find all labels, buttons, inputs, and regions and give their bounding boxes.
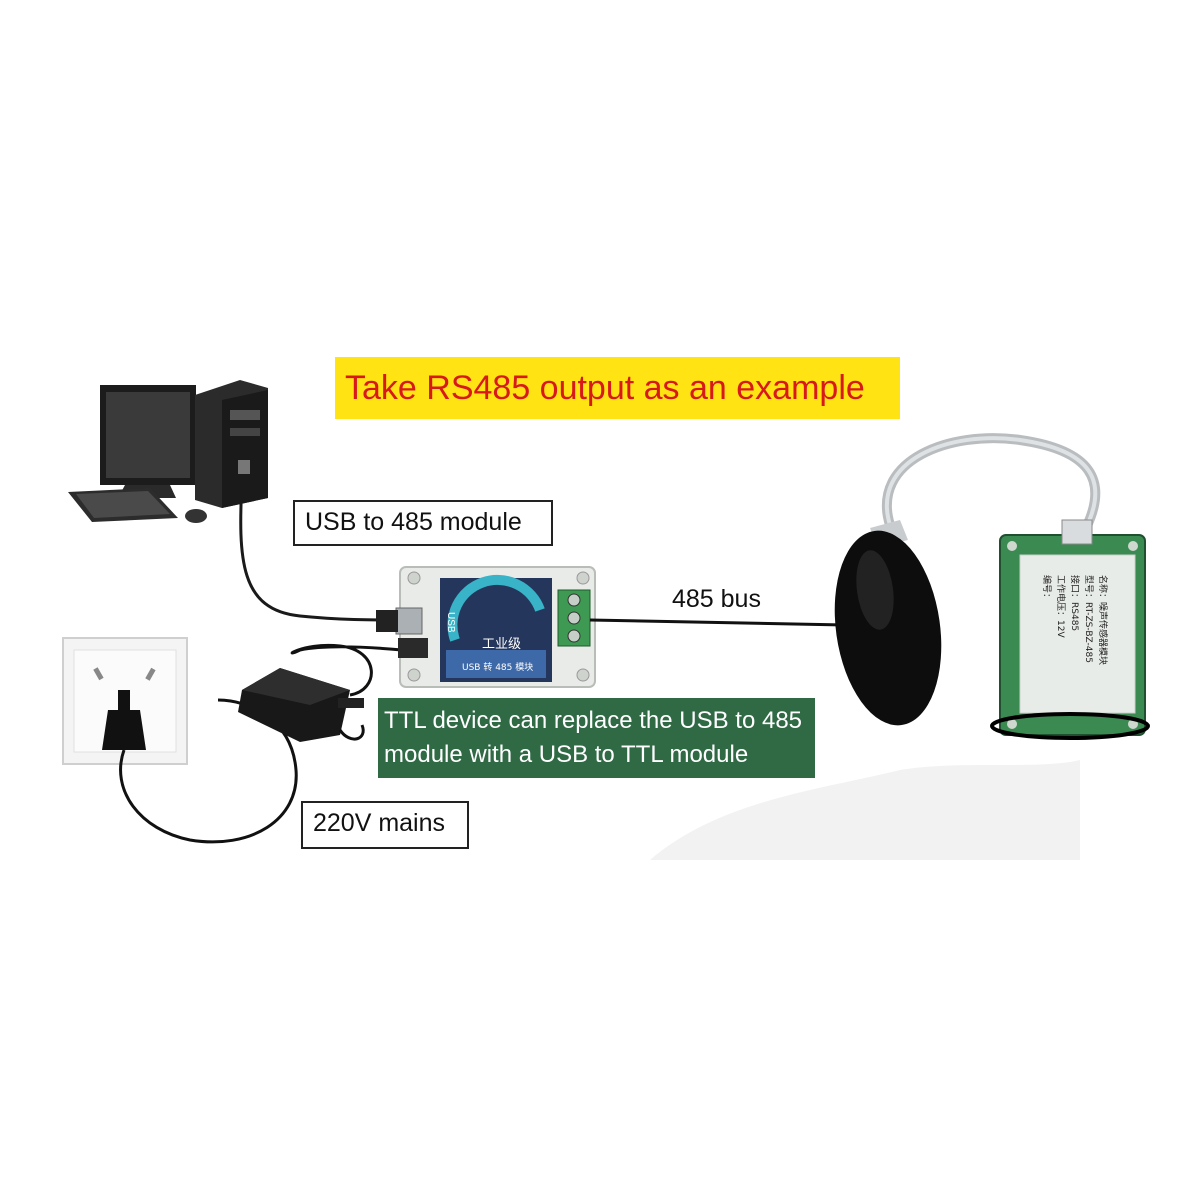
board-line-serial: 编号： [1041, 575, 1053, 602]
usb-module-label: USB to 485 module [293, 500, 553, 546]
board-line-interface: 接口：RS485 [1069, 575, 1081, 631]
floor-shadow [650, 760, 1080, 860]
dc-cable [290, 643, 403, 697]
microphone-windscreen-icon [834, 520, 942, 726]
bus-label: 485 bus [672, 585, 761, 613]
module-side-text: USB [445, 612, 456, 633]
title-banner: Take RS485 output as an example [335, 357, 900, 419]
board-print: 名称：噪声传感器模块 型号：RT-ZS-BZ-485 接口：RS485 工作电压… [1041, 575, 1109, 665]
board-line-name: 名称：噪声传感器模块 [1097, 575, 1109, 665]
ttl-note: TTL device can replace the USB to 485 mo… [378, 698, 815, 778]
sensor-pcb-icon [990, 519, 1150, 740]
mains-label: 220V mains [301, 801, 469, 849]
usb-cable [239, 479, 401, 622]
desktop-computer-icon [68, 380, 268, 523]
board-line-model: 型号：RT-ZS-BZ-485 [1083, 575, 1094, 663]
module-face-text: 工业级 [482, 637, 521, 652]
bus-wire [589, 618, 846, 627]
wall-socket-icon [62, 637, 188, 765]
usb-485-module-icon [376, 566, 596, 688]
module-bottom-text: USB 转 485 模块 [462, 661, 533, 673]
power-adapter-icon [238, 668, 364, 742]
board-line-voltage: 工作电压：12V [1055, 575, 1067, 638]
sensor-grey-cable-core [885, 436, 1098, 531]
